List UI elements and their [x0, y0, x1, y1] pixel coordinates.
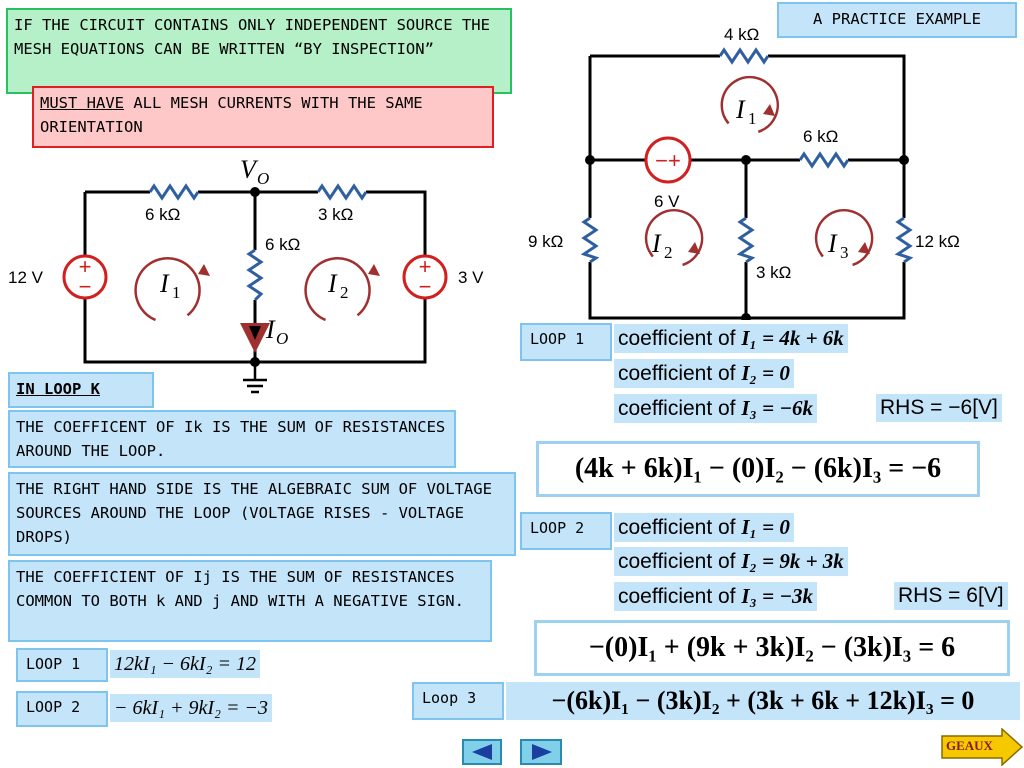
left-source-minus: − [79, 274, 92, 299]
right-mesh1-sub: 1 [748, 109, 757, 128]
must-have-rest: ALL MESH CURRENTS WITH THE SAME ORIENTAT… [40, 94, 423, 136]
node-voltage-label: V [240, 155, 259, 184]
practice-title: A PRACTICE EXAMPLE [777, 2, 1017, 38]
arrow-left-icon [472, 744, 492, 760]
r-right-label: 12 kΩ [915, 232, 960, 251]
node-voltage-sub: O [257, 169, 269, 188]
left-mesh2-label: I [327, 269, 338, 298]
left-loop2-equation: − 6kI₁ + 9kI₂ = −3 [110, 694, 272, 722]
must-have-note: MUST HAVE ALL MESH CURRENTS WITH THE SAM… [32, 86, 494, 148]
right-mesh3-sub: 3 [840, 243, 849, 262]
loop1-coef-3-value: I₃ = −6k [741, 396, 814, 420]
loop1-coef-2-value: I₂ = 0 [741, 361, 790, 385]
right-mesh3-label: I [827, 229, 838, 258]
left-source-3v-label: 3 V [458, 268, 484, 287]
r-left-label: 9 kΩ [528, 232, 563, 251]
left-mesh1-label: I [159, 269, 170, 298]
geaux-arrow-icon [941, 728, 1024, 766]
left-source-12v-label: 12 V [8, 268, 44, 287]
r-center-label: 3 kΩ [756, 263, 791, 282]
rule-3: THE COEFFICIENT OF Ij IS THE SUM OF RESI… [8, 560, 492, 642]
loop1-coef-1-text: coefficient of [618, 327, 736, 350]
left-circuit-diagram: + − + − V O 6 kΩ 3 kΩ 6 kΩ 12 V 3 V I 1 … [8, 155, 484, 394]
loop1-equation: (4k + 6k)I₁ − (0)I₂ − (6k)I₃ = −6 [536, 441, 980, 497]
right-source-minus: − [419, 274, 432, 299]
r-mid-label: 6 kΩ [803, 127, 838, 146]
right-mesh2-label: I [651, 229, 662, 258]
loop2-coef-2: coefficient of I₂ = 9k + 3k [614, 547, 848, 576]
loop3-label: Loop 3 [412, 682, 504, 720]
geaux-label: GEAUX [946, 738, 993, 753]
loop1-coef-2: coefficient of I₂ = 0 [614, 359, 794, 388]
loop1-coef-1: coefficient of I₁ = 4k + 6k [614, 324, 848, 353]
loop2-rhs: RHS = 6[V] [894, 582, 1008, 610]
loop1-rhs: RHS = −6[V] [876, 394, 1002, 422]
loop2-coef-3: coefficient of I₃ = −3k [614, 582, 818, 611]
right-mesh2-sub: 2 [664, 243, 673, 262]
left-loop2-label: LOOP 2 [16, 691, 108, 727]
right-source-plus: + [419, 254, 432, 279]
left-source-plus: + [79, 254, 92, 279]
left-mesh2-sub: 2 [340, 283, 349, 302]
rule-1: THE COEFFICENT OF Ik IS THE SUM OF RESIS… [8, 410, 456, 468]
prev-slide-button[interactable] [462, 739, 502, 765]
arrow-right-icon [532, 744, 552, 760]
inspection-note: IF THE CIRCUIT CONTAINS ONLY INDEPENDENT… [6, 8, 512, 94]
geaux-button[interactable]: GEAUX [940, 728, 1024, 766]
loop2-coef-3-text: coefficient of [618, 585, 736, 608]
left-r2-label: 3 kΩ [318, 205, 353, 224]
loop1-coef-3-text: coefficient of [618, 397, 736, 420]
loop2-coef-1: coefficient of I₁ = 0 [614, 513, 794, 542]
rules-heading: IN LOOP K [8, 372, 154, 408]
left-mesh1-sub: 1 [172, 283, 181, 302]
loop1-coef-3: coefficient of I₃ = −6k [614, 394, 818, 423]
loop3-equation: −(6k)I₁ − (3k)I₂ + (3k + 6k + 12k)I₃ = 0 [506, 682, 1020, 720]
rule-2: THE RIGHT HAND SIDE IS THE ALGEBRAIC SUM… [8, 472, 516, 556]
loop1-coef-1-value: I₁ = 4k + 6k [741, 326, 844, 350]
loop2-coef-1-text: coefficient of [618, 516, 736, 539]
io-label: I [265, 315, 276, 344]
loop2-coef-2-text: coefficient of [618, 550, 736, 573]
loop1-label: LOOP 1 [520, 323, 612, 361]
right-mesh1-label: I [735, 95, 746, 124]
next-slide-button[interactable] [520, 739, 562, 765]
loop2-coef-1-value: I₁ = 0 [741, 515, 790, 539]
r-top-label: 4 kΩ [724, 25, 759, 44]
loop2-coef-2-value: I₂ = 9k + 3k [741, 549, 844, 573]
loop2-label: LOOP 2 [520, 512, 612, 550]
loop2-equation: −(0)I₁ + (9k + 3k)I₂ − (3k)I₃ = 6 [534, 620, 1010, 676]
source-signs: −+ [655, 148, 681, 173]
right-circuit-diagram: −+ 4 kΩ 6 kΩ 9 kΩ 3 kΩ 12 kΩ 6 V I 1 I 2… [528, 25, 960, 320]
loop1-coef-2-text: coefficient of [618, 362, 736, 385]
must-have-underlined: MUST HAVE [40, 94, 124, 112]
loop2-coef-3-value: I₃ = −3k [741, 584, 814, 608]
source-6v-label: 6 V [654, 192, 680, 211]
left-loop1-equation: 12kI₁ − 6kI₂ = 12 [110, 650, 260, 678]
left-r3-label: 6 kΩ [265, 235, 300, 254]
left-r1-label: 6 kΩ [145, 205, 180, 224]
left-loop1-label: LOOP 1 [16, 648, 108, 682]
io-sub: O [276, 329, 288, 348]
